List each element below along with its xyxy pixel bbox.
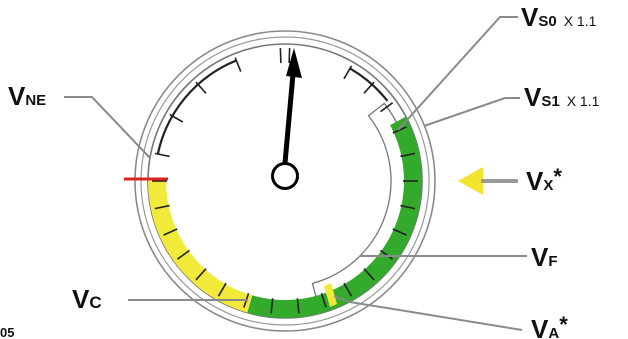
vx-label: VX*	[526, 164, 562, 196]
vx-arrow	[458, 167, 518, 195]
needle-hub	[273, 164, 298, 189]
tick-mark	[280, 48, 281, 63]
va-leader	[334, 296, 522, 330]
vf-label: VF	[531, 242, 558, 272]
tick-mark	[235, 58, 241, 72]
tick-mark	[196, 82, 206, 93]
va-label: VA*	[531, 312, 568, 339]
needle	[273, 48, 303, 189]
vs0-leader	[398, 17, 518, 130]
tick-mark	[364, 82, 374, 93]
tick-mark	[155, 153, 170, 156]
vs1-leader	[424, 98, 520, 126]
tick-mark	[344, 66, 352, 79]
page-fragment: 05	[0, 325, 14, 339]
yellow-arc	[148, 181, 252, 313]
tick-mark	[289, 48, 290, 63]
vne-label: VNE	[8, 81, 46, 111]
vne-leader	[64, 97, 150, 158]
vc-label: VC	[72, 284, 102, 314]
